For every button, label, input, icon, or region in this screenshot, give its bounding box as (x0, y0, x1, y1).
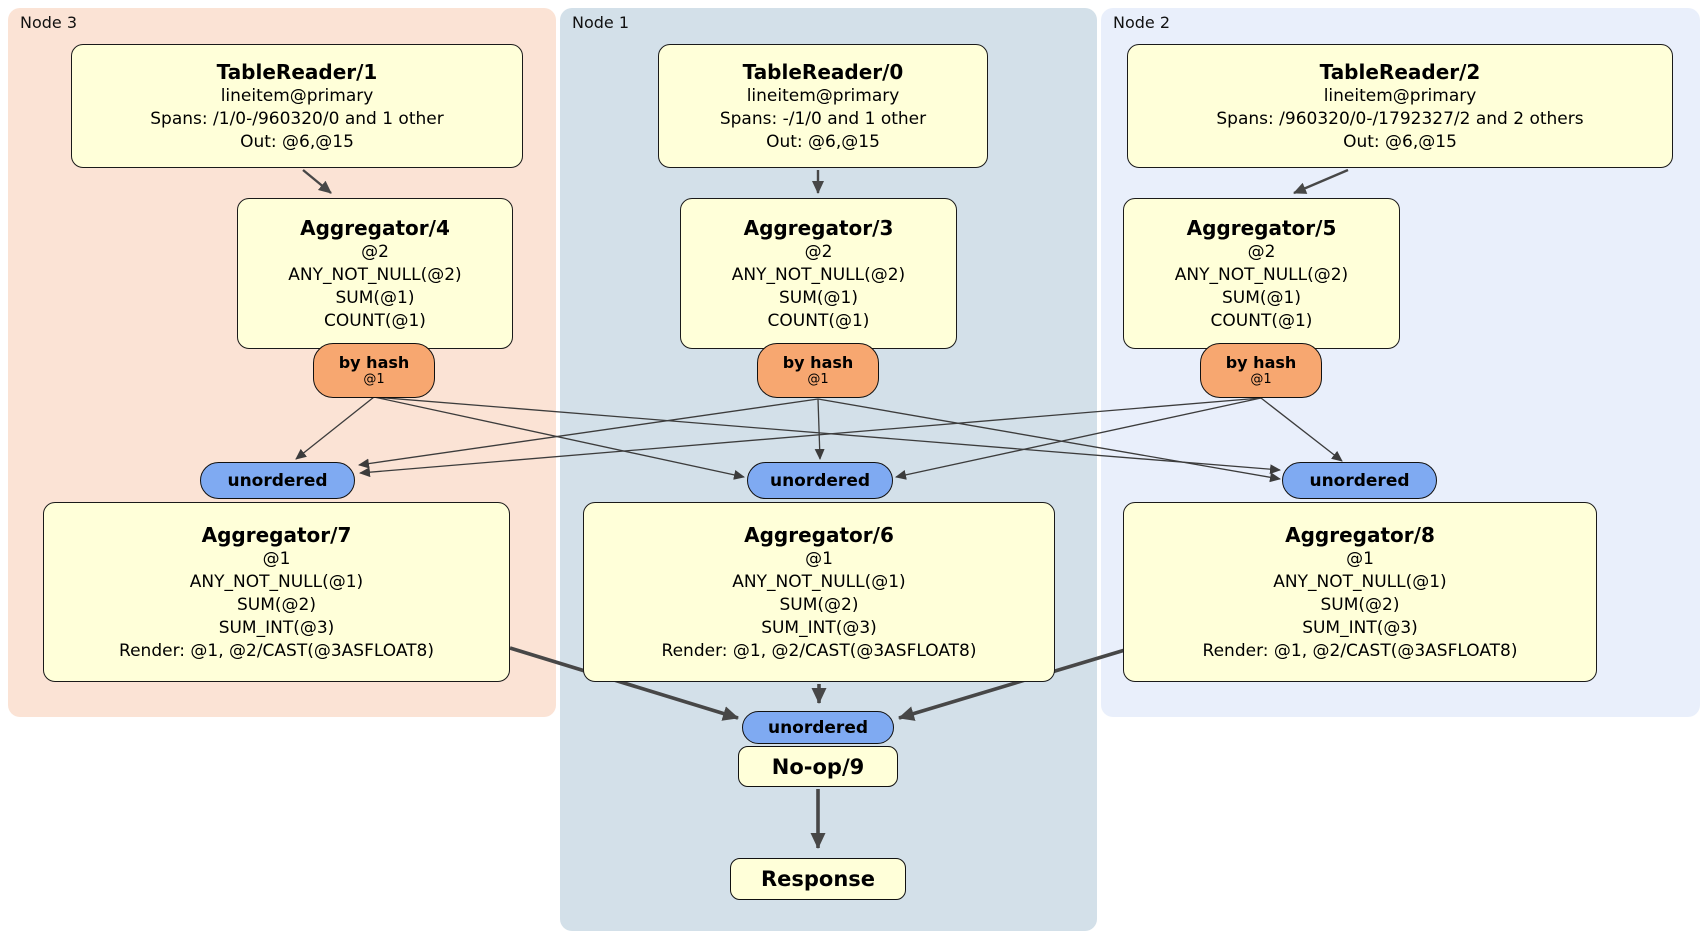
box-title: Aggregator/5 (1186, 215, 1337, 240)
box-line: ANY_NOT_NULL(@2) (288, 264, 462, 285)
response-box: Response (730, 858, 906, 900)
box-line: SUM(@2) (237, 594, 316, 615)
box-line: SUM(@2) (1320, 594, 1400, 615)
box-line: ANY_NOT_NULL(@2) (731, 264, 906, 285)
box-line: @1 (1346, 548, 1374, 569)
hash-router-node3: by hash @1 (313, 343, 435, 398)
box-line: SUM(@1) (779, 287, 858, 308)
hash-router-node2: by hash @1 (1200, 343, 1322, 398)
box-title: TableReader/1 (216, 59, 378, 84)
box-line: ANY_NOT_NULL(@1) (1273, 571, 1447, 592)
box-line: SUM_INT(@3) (1302, 617, 1418, 638)
box-line: SUM_INT(@3) (218, 617, 335, 638)
box-line: ANY_NOT_NULL(@2) (1174, 264, 1349, 285)
noop-box: No-op/9 (738, 746, 898, 787)
region-label-node3: Node 3 (20, 13, 78, 32)
sync-unordered-output: unordered (742, 711, 894, 744)
box-line: @2 (361, 241, 389, 262)
box-line: ANY_NOT_NULL(@1) (732, 571, 906, 592)
box-line: Out: @6,@15 (240, 131, 354, 152)
box-line: SUM_INT(@3) (761, 617, 877, 638)
box-title: Aggregator/3 (743, 215, 894, 240)
sync-unordered-node2: unordered (1282, 462, 1437, 499)
box-line: @2 (1247, 241, 1276, 262)
box-line: @1 (262, 548, 291, 569)
router-label: by hash (782, 353, 854, 372)
box-title: Aggregator/4 (300, 215, 450, 240)
box-line: Spans: /960320/0-/1792327/2 and 2 others (1216, 108, 1584, 129)
tablereader-box-node1: TableReader/0 lineitem@primary Spans: -/… (658, 44, 988, 168)
box-line: ANY_NOT_NULL(@1) (189, 571, 364, 592)
box-line: Render: @1, @2/CAST(@3ASFLOAT8) (119, 640, 434, 661)
region-label-node1: Node 1 (572, 13, 630, 32)
aggregator-bottom-box-node2: Aggregator/8 @1 ANY_NOT_NULL(@1) SUM(@2)… (1123, 502, 1597, 682)
box-line: SUM(@1) (1222, 287, 1301, 308)
region-label-node2: Node 2 (1113, 13, 1171, 32)
sync-unordered-node1: unordered (747, 462, 893, 499)
box-line: lineitem@primary (220, 85, 374, 106)
aggregator-top-box-node2: Aggregator/5 @2 ANY_NOT_NULL(@2) SUM(@1)… (1123, 198, 1400, 349)
router-detail: @1 (363, 372, 385, 387)
box-title: Aggregator/6 (744, 522, 894, 547)
tablereader-box-node3: TableReader/1 lineitem@primary Spans: /1… (71, 44, 523, 168)
box-title: TableReader/2 (1319, 59, 1481, 84)
aggregator-bottom-box-node1: Aggregator/6 @1 ANY_NOT_NULL(@1) SUM(@2)… (583, 502, 1055, 682)
aggregator-top-box-node1: Aggregator/3 @2 ANY_NOT_NULL(@2) SUM(@1)… (680, 198, 957, 349)
box-line: @2 (804, 241, 833, 262)
box-line: Spans: -/1/0 and 1 other (719, 108, 927, 129)
box-title: TableReader/0 (742, 59, 904, 84)
box-line: lineitem@primary (746, 85, 900, 106)
box-line: Render: @1, @2/CAST(@3ASFLOAT8) (1202, 640, 1518, 661)
box-line: Spans: /1/0-/960320/0 and 1 other (150, 108, 444, 129)
box-line: COUNT(@1) (1210, 310, 1313, 331)
aggregator-top-box-node3: Aggregator/4 @2 ANY_NOT_NULL(@2) SUM(@1)… (237, 198, 513, 349)
box-line: COUNT(@1) (324, 310, 426, 331)
box-line: COUNT(@1) (767, 310, 870, 331)
router-label: by hash (338, 353, 410, 372)
box-line: Out: @6,@15 (766, 131, 880, 152)
hash-router-node1: by hash @1 (757, 343, 879, 398)
router-detail: @1 (807, 372, 829, 387)
box-line: lineitem@primary (1323, 85, 1477, 106)
box-title: Aggregator/8 (1285, 522, 1435, 547)
router-detail: @1 (1250, 372, 1272, 387)
box-title: Aggregator/7 (201, 522, 352, 547)
box-line: SUM(@1) (335, 287, 415, 308)
sync-unordered-node3: unordered (200, 462, 355, 499)
tablereader-box-node2: TableReader/2 lineitem@primary Spans: /9… (1127, 44, 1673, 168)
box-line: @1 (805, 548, 833, 569)
box-line: SUM(@2) (779, 594, 859, 615)
box-line: Render: @1, @2/CAST(@3ASFLOAT8) (661, 640, 977, 661)
aggregator-bottom-box-node3: Aggregator/7 @1 ANY_NOT_NULL(@1) SUM(@2)… (43, 502, 510, 682)
box-line: Out: @6,@15 (1343, 131, 1457, 152)
router-label: by hash (1225, 353, 1297, 372)
